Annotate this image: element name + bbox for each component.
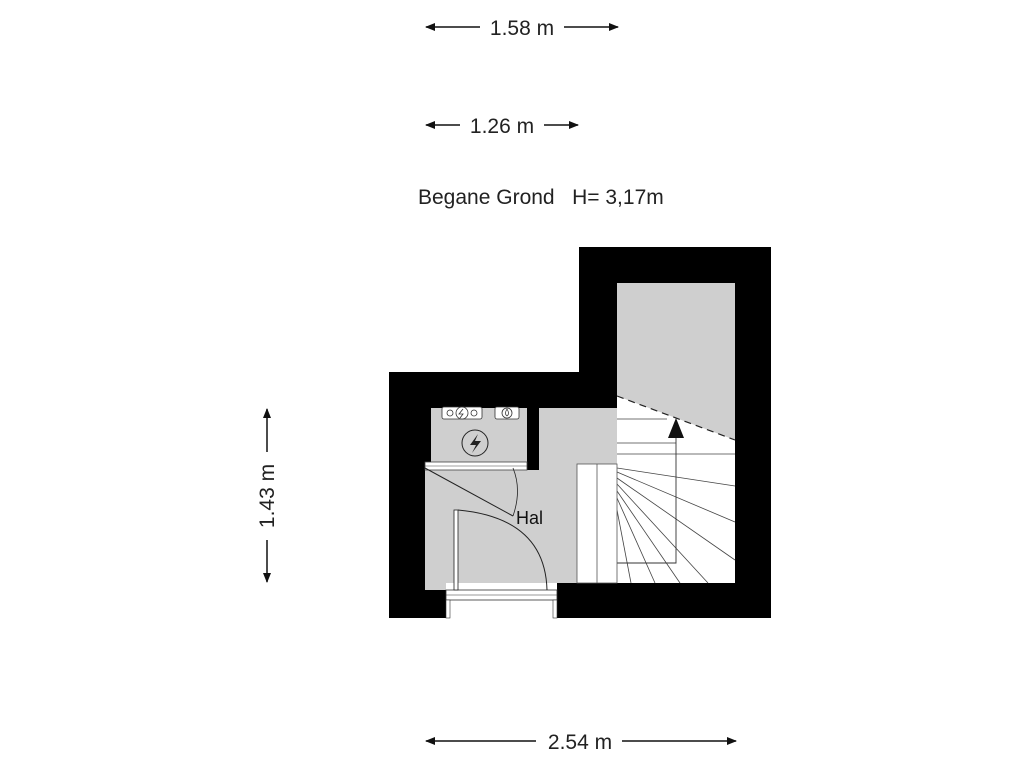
dimension-top-upper-label: 1.58 m [490, 17, 554, 40]
front-door [445, 509, 558, 619]
staircase [616, 395, 736, 584]
stair-side-panel [576, 463, 618, 584]
up-arrow-icon [668, 418, 684, 438]
dimension-top-upper: 1.58 m [425, 17, 619, 40]
dimension-bottom-label: 2.54 m [548, 731, 612, 754]
dimension-left-vertical: 1.43 m [256, 408, 279, 583]
lightning-bolt-icon [461, 429, 489, 457]
cupboard-door [424, 467, 518, 517]
dimension-top-lower: 1.26 m [425, 115, 579, 138]
dimension-top-lower-label: 1.26 m [470, 115, 534, 138]
dimension-left-vertical-label: 1.43 m [256, 464, 279, 528]
dimension-bottom: 2.54 m [425, 731, 737, 754]
meter-cupboard [424, 408, 539, 471]
room-label-hal: Hal [516, 508, 543, 528]
gas-meter-icon [455, 406, 469, 420]
floor-title: Begane Grond H= 3,17m [418, 186, 664, 209]
meter-row [441, 406, 520, 420]
